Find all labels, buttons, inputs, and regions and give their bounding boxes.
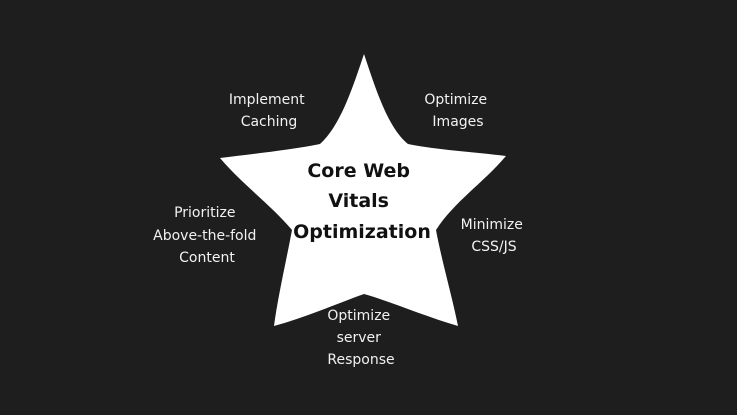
item-line: Prioritize [174,205,235,221]
item-line: Images [432,114,483,130]
item-minimize-css-js: Minimize CSS/JS [461,217,528,255]
item-line: Optimize [424,92,487,108]
item-optimize-server-response: Optimize server Response [327,308,394,368]
item-line: Minimize [461,217,523,233]
center-line-3: Optimization [293,221,431,243]
item-line: Above-the-fold [153,228,256,244]
item-line: Implement [229,92,305,108]
item-line: server [337,330,382,346]
item-line: Caching [241,114,298,130]
center-title: Core Web Vitals Optimization [293,160,431,243]
item-implement-caching: Implement Caching [229,92,309,130]
center-line-2: Vitals [328,190,389,212]
item-line: Response [327,352,394,368]
item-optimize-images: Optimize Images [424,92,491,130]
center-line-1: Core Web [307,160,410,182]
item-line: Content [179,250,235,266]
item-line: Optimize [327,308,390,324]
star-shape [220,54,506,326]
item-line: CSS/JS [471,239,516,255]
item-prioritize-above-the-fold: Prioritize Above-the-fold Content [153,205,261,266]
